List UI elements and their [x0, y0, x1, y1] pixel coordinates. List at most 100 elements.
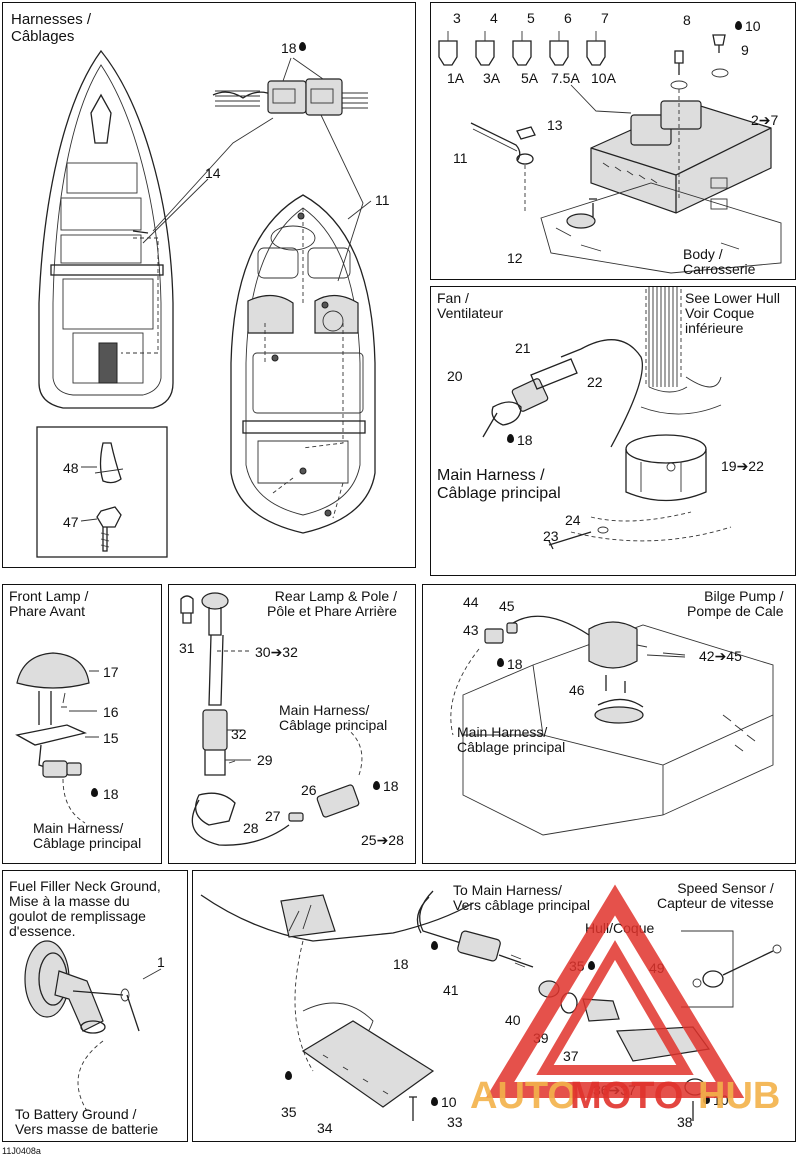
loctite-drop-icon — [497, 658, 504, 667]
loctite-drop-icon — [588, 961, 595, 970]
fan-callout-22: 22 — [587, 374, 603, 390]
harnesses-callout-11: 11 — [375, 192, 390, 208]
fuse-box-drawing — [438, 31, 782, 274]
battery-ground-label: To Battery Ground / Vers masse de batter… — [15, 1106, 159, 1137]
body-label: Body / Carrosserie — [683, 246, 756, 277]
rear-lamp-callout-30-32: 30➔32 — [255, 644, 298, 660]
rear-lamp-callout-32: 32 — [231, 726, 247, 742]
rear-lamp-callout-31: 31 — [179, 640, 195, 656]
speed-callout-34: 34 — [317, 1120, 333, 1136]
rear-lamp-callout-28: 28 — [243, 820, 259, 836]
bilge-callout-46: 46 — [569, 682, 585, 698]
speed-callout-49: 49 — [649, 960, 665, 976]
rear-lamp-callout-29: 29 — [257, 752, 273, 768]
fan-callout-20: 20 — [447, 368, 463, 384]
front-lamp-callout-18: 18 — [103, 786, 119, 802]
fuse-callout-8: 8 — [683, 12, 691, 28]
fuse-callout-10: 10 — [745, 18, 761, 34]
bilge-main-harness-label: Main Harness/ Câblage principal — [457, 724, 566, 755]
fan-main-harness-label: Main Harness / Câblage principal — [437, 467, 561, 502]
front-lamp-callout-17: 17 — [103, 664, 119, 680]
speed-callout-39: 39 — [533, 1030, 549, 1046]
harnesses-callout-48: 48 — [63, 460, 79, 476]
fuel-filler-drawing — [24, 940, 162, 1112]
fuse-rating-1a: 1A — [447, 70, 465, 86]
fan-callout-18: 18 — [517, 432, 533, 448]
front-lamp-panel: Front Lamp / Phare Avant 17 16 15 18 Mai… — [2, 584, 162, 864]
speed-callout-37: 37 — [563, 1048, 579, 1064]
fan-callout-23: 23 — [543, 528, 559, 544]
fuse-num-3: 3 — [453, 10, 461, 26]
speed-callout-35-top: 35 — [569, 958, 585, 974]
bilge-pump-title: Bilge Pump / Pompe de Cale — [687, 588, 784, 619]
fuel-filler-title: Fuel Filler Neck Ground, Mise à la masse… — [9, 878, 161, 939]
harnesses-panel: Harnesses / Câblages — [2, 2, 416, 568]
bilge-callout-43: 43 — [463, 622, 479, 638]
speed-callout-18: 18 — [393, 956, 409, 972]
fuse-callout-2-7: 2➔7 — [751, 112, 779, 128]
front-lamp-callout-15: 15 — [103, 730, 119, 746]
fuse-num-5: 5 — [527, 10, 535, 26]
loctite-drop-icon — [735, 21, 742, 30]
harnesses-title: Harnesses / Câblages — [11, 11, 92, 45]
loctite-drop-icon — [299, 42, 306, 51]
fuse-callout-11: 11 — [453, 150, 468, 166]
fuse-box-panel: 3 4 5 6 7 1A 3A 5A 7.5A 10A 8 10 9 13 11… — [430, 2, 796, 280]
fuse-num-4: 4 — [490, 10, 498, 26]
front-lamp-callout-16: 16 — [103, 704, 119, 720]
footer-code: 11J0408a — [2, 1146, 41, 1156]
fuse-callout-9: 9 — [741, 42, 749, 58]
fan-callout-19-22: 19➔22 — [721, 458, 764, 474]
fan-panel: Fan / Ventilateur See Lower Hull Voir Co… — [430, 286, 796, 576]
bilge-callout-18: 18 — [507, 656, 523, 672]
front-lamp-main-harness-label: Main Harness/ Câblage principal — [33, 820, 142, 851]
speed-callout-40: 40 — [505, 1012, 521, 1028]
harnesses-callout-47: 47 — [63, 514, 79, 530]
rear-lamp-callout-18: 18 — [383, 778, 399, 794]
rear-lamp-panel: Rear Lamp & Pole / Pôle et Phare Arrière… — [168, 584, 416, 864]
rear-lamp-callout-26: 26 — [301, 782, 317, 798]
harnesses-callout-14: 14 — [205, 165, 221, 181]
bilge-callout-45: 45 — [499, 598, 515, 614]
harnesses-drawing — [36, 49, 376, 558]
fan-callout-21: 21 — [515, 340, 531, 356]
fan-drawing — [482, 287, 732, 550]
fan-callout-24: 24 — [565, 512, 581, 528]
rear-lamp-title: Rear Lamp & Pole / Pôle et Phare Arrière — [267, 588, 397, 619]
front-lamp-title: Front Lamp / Phare Avant — [9, 588, 89, 619]
bilge-pump-drawing — [450, 615, 774, 836]
loctite-drop-icon — [703, 1095, 710, 1104]
loctite-drop-icon — [91, 788, 98, 797]
loctite-drop-icon — [373, 781, 380, 790]
speed-callout-33: 33 — [447, 1114, 463, 1130]
fuel-filler-panel: Fuel Filler Neck Ground, Mise à la masse… — [2, 870, 188, 1142]
speed-callout-10-right: 10 — [713, 1092, 729, 1108]
speed-callout-41: 41 — [443, 982, 459, 998]
loctite-drop-icon — [507, 434, 514, 443]
front-lamp-drawing — [15, 652, 99, 824]
rear-lamp-main-harness-label: Main Harness/ Câblage principal — [279, 702, 388, 733]
fuse-num-6: 6 — [564, 10, 572, 26]
see-lower-hull-note: See Lower Hull Voir Coque inférieure — [685, 290, 780, 336]
rear-lamp-callout-27: 27 — [265, 808, 281, 824]
loctite-drop-icon — [431, 941, 438, 950]
loctite-drop-icon — [431, 1097, 438, 1106]
bilge-pump-panel: Bilge Pump / Pompe de Cale 44 45 43 18 4… — [422, 584, 796, 864]
speed-callout-38: 38 — [677, 1114, 693, 1130]
fuse-callout-12: 12 — [507, 250, 523, 266]
fuse-rating-10a: 10A — [591, 70, 616, 86]
fan-title: Fan / Ventilateur — [437, 290, 504, 321]
speed-callout-35-bottom: 35 — [281, 1104, 297, 1120]
fuse-rating-3a: 3A — [483, 70, 501, 86]
fuse-rating-7-5a: 7.5A — [551, 70, 580, 86]
fuse-num-7: 7 — [601, 10, 609, 26]
rear-lamp-callout-25-28: 25➔28 — [361, 832, 404, 848]
harnesses-callout-18: 18 — [281, 40, 297, 56]
speed-callout-10: 10 — [441, 1094, 457, 1110]
loctite-drop-icon — [285, 1071, 292, 1080]
bilge-callout-44: 44 — [463, 594, 479, 610]
speed-sensor-panel: To Main Harness/ Vers câblage principal … — [192, 870, 796, 1142]
fuse-callout-13: 13 — [547, 117, 563, 133]
bilge-callout-42-45: 42➔45 — [699, 648, 742, 664]
fuse-rating-5a: 5A — [521, 70, 539, 86]
